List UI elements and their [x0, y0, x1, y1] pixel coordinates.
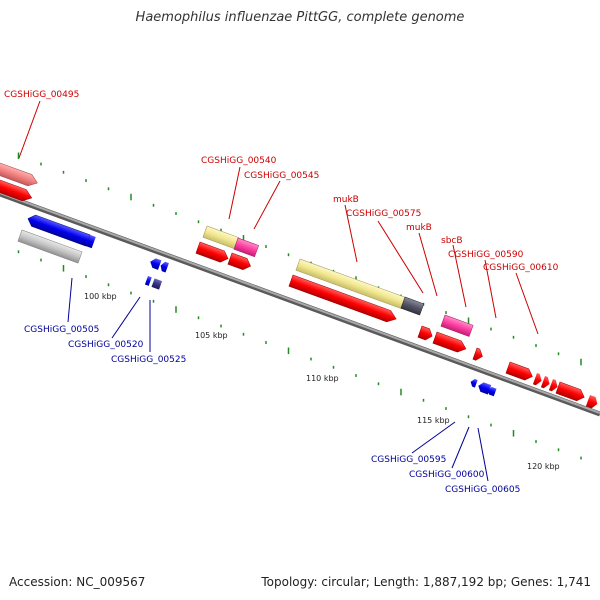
genome-backbone: [0, 191, 600, 417]
label-CGSHiGG_00600[interactable]: CGSHiGG_00600: [409, 470, 485, 480]
label-CGSHiGG_00595[interactable]: CGSHiGG_00595: [371, 455, 446, 465]
gene-red-small[interactable]: [417, 325, 434, 342]
gene-red-a[interactable]: [195, 241, 230, 264]
gene-CGSHiGG_00525[interactable]: [144, 276, 163, 290]
gene-CGSHiGG_00505[interactable]: [26, 213, 96, 249]
callout-CGSHiGG_00505: [67, 277, 73, 323]
callout-lines: [18, 100, 539, 482]
callout-CGSHiGG_00575: [377, 220, 424, 294]
forward-strand-genes: [0, 159, 600, 410]
genome-stats-text: Topology: circular; Length: 1,887,192 bp…: [261, 575, 591, 589]
callout-CGSHiGG_00595: [411, 421, 456, 454]
accession-text: Accession: NC_009567: [9, 575, 146, 589]
map-title: Haemophilus influenzae PittGG, complete …: [135, 10, 465, 25]
label-sbcB[interactable]: sbcB: [441, 236, 463, 246]
scale-label-110kbp: 110 kbp: [306, 374, 339, 383]
callout-CGSHiGG_00610: [515, 272, 539, 335]
gene-CGSHiGG_00545[interactable]: [233, 237, 259, 258]
gene-sbcB[interactable]: [432, 331, 468, 355]
scale-label-120kbp: 120 kbp: [527, 462, 560, 471]
label-mukB-2[interactable]: mukB: [406, 223, 432, 233]
callout-mukB-2: [418, 232, 438, 297]
gene-CGSHiGG_00520[interactable]: [149, 257, 169, 273]
callout-CGSHiGG_00600: [451, 426, 470, 469]
gene-red-tiny-1[interactable]: [532, 373, 544, 387]
label-CGSHiGG_00575[interactable]: CGSHiGG_00575: [346, 209, 421, 219]
scale-labels: 100 kbp 105 kbp 110 kbp 115 kbp 120 kbp: [84, 292, 560, 471]
reverse-gene-labels: CGSHiGG_00505 CGSHiGG_00520 CGSHiGG_0052…: [24, 325, 520, 495]
label-CGSHiGG_00610[interactable]: CGSHiGG_00610: [483, 263, 559, 273]
gene-CGSHiGG_00610[interactable]: [505, 361, 535, 382]
gene-CGSHiGG_00495-band[interactable]: [0, 159, 39, 189]
reverse-strand-genes: [17, 213, 497, 397]
callout-sbcB: [452, 244, 467, 308]
gene-red-right[interactable]: [555, 381, 586, 403]
gene-CGSHiGG_00590[interactable]: [472, 347, 485, 362]
label-CGSHiGG_00545[interactable]: CGSHiGG_00545: [244, 171, 319, 181]
label-mukB-1[interactable]: mukB: [333, 195, 359, 205]
gene-CGSHiGG_00575[interactable]: [400, 296, 425, 316]
callout-CGSHiGG_00540: [228, 166, 241, 220]
callout-CGSHiGG_00605: [477, 427, 489, 482]
gene-mukB[interactable]: [288, 274, 398, 325]
label-CGSHiGG_00495[interactable]: CGSHiGG_00495: [4, 90, 79, 100]
label-CGSHiGG_00520[interactable]: CGSHiGG_00520: [68, 340, 144, 350]
callout-CGSHiGG_00495: [18, 100, 41, 159]
gene-CGSHiGG_00600[interactable]: [477, 381, 492, 395]
gene-CGSHiGG_00505-band[interactable]: [17, 229, 83, 264]
scale-label-100kbp: 100 kbp: [84, 292, 117, 301]
label-CGSHiGG_00505[interactable]: CGSHiGG_00505: [24, 325, 99, 335]
gene-red-b[interactable]: [227, 252, 253, 272]
gene-left-red[interactable]: [0, 176, 34, 204]
gene-red-edge[interactable]: [585, 395, 600, 410]
forward-gene-labels: CGSHiGG_00495 CGSHiGG_00540 CGSHiGG_0054…: [4, 90, 559, 273]
scale-label-115kbp: 115 kbp: [417, 416, 450, 425]
label-CGSHiGG_00590[interactable]: CGSHiGG_00590: [448, 250, 524, 260]
gene-CGSHiGG_00605[interactable]: [486, 386, 497, 397]
gene-red-tiny-3[interactable]: [548, 379, 560, 393]
label-CGSHiGG_00605[interactable]: CGSHiGG_00605: [445, 485, 520, 495]
label-CGSHiGG_00525[interactable]: CGSHiGG_00525: [111, 355, 186, 365]
callout-CGSHiGG_00520: [111, 296, 141, 339]
gene-red-tiny-2[interactable]: [540, 376, 552, 390]
callout-CGSHiGG_00545: [253, 180, 281, 230]
callout-CGSHiGG_00590: [484, 259, 497, 319]
gene-sbcB-band[interactable]: [440, 314, 474, 337]
label-CGSHiGG_00540[interactable]: CGSHiGG_00540: [201, 156, 277, 166]
scale-ticks-lower: [17, 250, 582, 460]
scale-label-105kbp: 105 kbp: [195, 331, 228, 340]
gene-CGSHiGG_00595[interactable]: [469, 378, 478, 388]
callout-mukB-1: [344, 204, 358, 263]
